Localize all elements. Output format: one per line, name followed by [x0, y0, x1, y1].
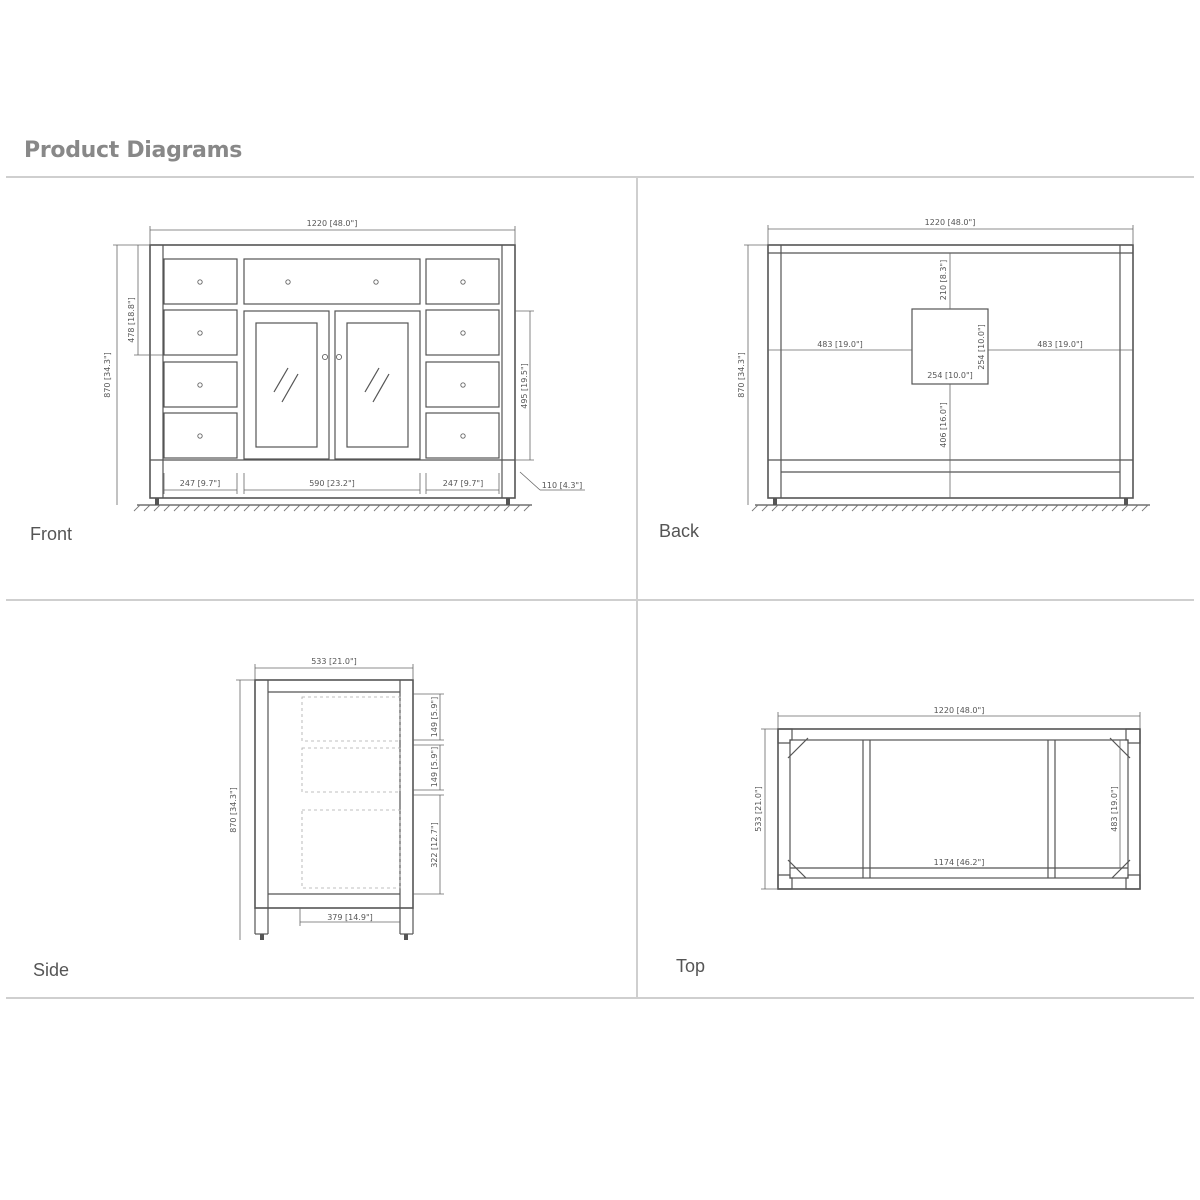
- front-drawer-left-3: [163, 361, 238, 408]
- front-dim-left-drawer-width: 247 [9.7"]: [180, 479, 220, 488]
- back-dim-top-offset: 210 [8.3"]: [939, 260, 948, 300]
- back-dim-cutout-width: 254 [10.0"]: [927, 371, 973, 380]
- front-view: 1220 [48.0"] 870 [34.3"] 478 [18.8"] 495…: [103, 219, 585, 512]
- front-label: Front: [30, 524, 73, 544]
- top-dim-inner-depth: 483 [19.0"]: [1110, 786, 1119, 832]
- front-dim-drawer-height: 478 [18.8"]: [127, 297, 136, 343]
- front-drawer-left-1: [163, 258, 238, 305]
- front-drawer-right-4: [425, 412, 500, 459]
- divider-middle: [6, 599, 1194, 601]
- side-cabinet-outline: [254, 679, 414, 909]
- divider-top: [6, 176, 1194, 178]
- back-dim-width: 1220 [48.0"]: [925, 218, 976, 227]
- side-dim-shelf-1: 149 [5.9"]: [430, 697, 439, 737]
- front-ground-hatch: [133, 504, 531, 512]
- back-dim-height: 870 [34.3"]: [737, 352, 746, 398]
- top-dim-depth: 533 [21.0"]: [754, 786, 763, 832]
- front-drawer-left-2: [163, 309, 238, 356]
- back-cabinet-outline: [767, 244, 1134, 499]
- front-dim-right-drawer-width: 247 [9.7"]: [443, 479, 483, 488]
- divider-vertical: [636, 176, 638, 999]
- front-dim-base: 110 [4.3"]: [542, 481, 582, 490]
- side-label: Side: [33, 960, 70, 980]
- side-dim-inner-depth: 379 [14.9"]: [327, 913, 373, 922]
- side-dim-height: 870 [34.3"]: [229, 787, 238, 833]
- front-dim-height: 870 [34.3"]: [103, 352, 112, 398]
- front-cabinet-outline: [149, 244, 516, 499]
- back-dim-bottom-offset: 406 [16.0"]: [939, 402, 948, 448]
- side-dim-shelf-3: 322 [12.7"]: [430, 822, 439, 868]
- top-cabinet-outline: [777, 728, 1141, 890]
- page-title: Product Diagrams: [24, 138, 243, 163]
- top-view: 1220 [48.0"] 533 [21.0"] 483 [19.0"] 117…: [754, 706, 1141, 890]
- front-door-right: [334, 310, 421, 460]
- divider-bottom: [6, 997, 1194, 999]
- side-dim-shelf-2: 149 [5.9"]: [430, 747, 439, 787]
- back-label: Back: [659, 521, 700, 541]
- side-dim-depth: 533 [21.0"]: [311, 657, 357, 666]
- side-view: 533 [21.0"] 870 [34.3"] 149 [5.9"] 149 […: [229, 657, 444, 940]
- front-dim-door-height: 495 [19.5"]: [520, 363, 529, 409]
- back-dim-cutout-height: 254 [10.0"]: [977, 324, 986, 370]
- back-ground-hatch: [751, 504, 1149, 512]
- front-drawer-left-4: [163, 412, 238, 459]
- front-drawer-right-2: [425, 309, 500, 356]
- front-dim-center-width: 590 [23.2"]: [309, 479, 355, 488]
- top-dim-inner-width: 1174 [46.2"]: [934, 858, 985, 867]
- front-drawer-top-center: [243, 258, 421, 305]
- top-dim-width: 1220 [48.0"]: [934, 706, 985, 715]
- back-dim-right-offset: 483 [19.0"]: [1037, 340, 1083, 349]
- front-door-left: [243, 310, 330, 460]
- back-dim-left-offset: 483 [19.0"]: [817, 340, 863, 349]
- front-drawer-right-1: [425, 258, 500, 305]
- top-label: Top: [676, 956, 706, 976]
- back-view: 1220 [48.0"] 870 [34.3"] 210 [8.3"] 483 …: [737, 218, 1150, 512]
- front-drawer-right-3: [425, 361, 500, 408]
- front-dim-width: 1220 [48.0"]: [307, 219, 358, 228]
